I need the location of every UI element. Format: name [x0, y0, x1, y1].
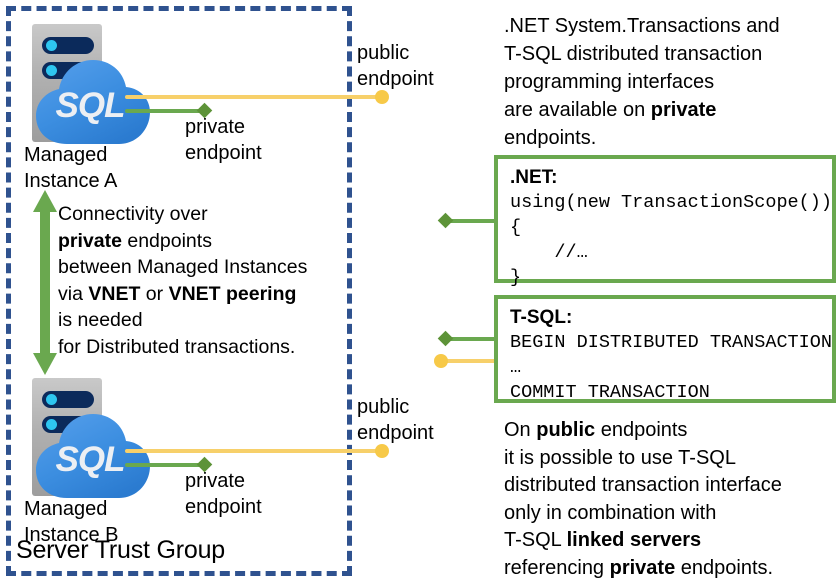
- connectivity-line-5: is needed: [58, 309, 143, 331]
- sql-cloud-label: SQL: [55, 440, 126, 479]
- closing-line-1-post: endpoints: [595, 419, 688, 441]
- tsql-code-box: T-SQL: BEGIN DISTRIBUTED TRANSACTION … C…: [494, 295, 836, 403]
- tsql-box-private-connector: [446, 337, 498, 341]
- public-endpoint-label-a-line1: public: [357, 42, 410, 64]
- rack-slot-icon: [42, 391, 94, 408]
- connectivity-double-arrow-icon: [32, 190, 58, 375]
- public-endpoint-dot-a: [375, 90, 389, 104]
- private-endpoint-connector-b: [125, 463, 205, 467]
- managed-instance-b-caption-line2: Instance B: [24, 524, 119, 546]
- tsql-box-public-connector-dot: [434, 354, 448, 368]
- connectivity-line-2-rest: endpoints: [121, 229, 212, 252]
- connectivity-line-4-pre: via: [58, 282, 89, 305]
- rack-led-icon: [46, 65, 57, 76]
- public-endpoint-label-b-line2: endpoint: [357, 422, 434, 444]
- private-endpoint-label-a-line2: endpoint: [185, 142, 262, 164]
- dotnet-box-connector: [446, 219, 498, 223]
- public-endpoint-dot-b: [375, 444, 389, 458]
- closing-line-3: distributed transaction interface: [504, 474, 782, 496]
- sql-cloud-icon: SQL: [34, 56, 156, 148]
- managed-instance-a-icon: SQL: [14, 18, 164, 163]
- managed-instance-a-caption-line2: Instance A: [24, 170, 118, 192]
- server-trust-group-boundary: [6, 6, 352, 576]
- intro-line-5: endpoints.: [504, 127, 597, 149]
- intro-line-1: .NET System.Transactions and: [504, 15, 780, 37]
- private-endpoint-connector-a: [125, 109, 205, 113]
- closing-line-1-bold: public: [536, 419, 596, 441]
- tsql-box-private-connector-marker: [437, 330, 454, 347]
- closing-description: On public endpoints it is possible to us…: [504, 417, 840, 582]
- connectivity-line-4-bold-1: VNET: [88, 282, 141, 305]
- connectivity-line-4-bold-2: VNET peering: [168, 282, 297, 305]
- public-endpoint-label-a-line2: endpoint: [357, 68, 434, 90]
- rack-led-icon: [46, 394, 57, 405]
- private-endpoint-label-b-line2: endpoint: [185, 496, 262, 518]
- closing-line-6-bold: private: [609, 556, 676, 579]
- rack-led-icon: [46, 40, 57, 51]
- connectivity-line-4-mid: or: [140, 282, 169, 305]
- intro-line-2: T-SQL distributed transaction: [504, 43, 763, 65]
- closing-line-5-bold: linked servers: [566, 529, 702, 551]
- private-endpoint-label-b-line1: private: [185, 470, 246, 492]
- public-endpoint-connector-a: [125, 95, 383, 99]
- public-endpoint-connector-b: [125, 449, 383, 453]
- dotnet-code-title: .NET:: [510, 167, 558, 188]
- closing-line-6-pre: referencing: [504, 556, 610, 579]
- closing-line-4: only in combination with: [504, 501, 717, 524]
- sql-cloud-label: SQL: [55, 86, 126, 125]
- rack-led-icon: [46, 419, 57, 430]
- connectivity-line-1: Connectivity over: [58, 203, 208, 225]
- connectivity-line-3: between Managed Instances: [58, 256, 308, 278]
- closing-line-5-pre: T-SQL: [504, 529, 567, 551]
- managed-instance-b-caption-line1: Managed: [24, 498, 108, 520]
- tsql-box-public-connector: [446, 359, 498, 363]
- sql-cloud-icon: SQL: [34, 410, 156, 502]
- intro-line-4-pre: are available on: [504, 99, 651, 121]
- rack-slot-icon: [42, 37, 94, 54]
- intro-line-3: programming interfaces: [504, 71, 715, 93]
- connectivity-note: Connectivity over private endpoints betw…: [58, 201, 348, 360]
- server-trust-group-label: Server Trust Group: [16, 536, 225, 564]
- intro-line-4-bold: private: [650, 99, 717, 121]
- intro-description: .NET System.Transactions and T-SQL distr…: [504, 12, 834, 152]
- connectivity-line-6: for Distributed transactions.: [58, 335, 296, 358]
- connectivity-line-2-bold: private: [58, 229, 122, 252]
- tsql-code-title: T-SQL:: [510, 307, 573, 328]
- dotnet-code-body: using(new TransactionScope()) { //… }: [510, 192, 832, 288]
- public-endpoint-label-b-line1: public: [357, 396, 410, 418]
- closing-line-2: it is possible to use T-SQL: [504, 446, 736, 469]
- closing-line-6-post: endpoints.: [675, 556, 774, 579]
- closing-line-1-pre: On: [504, 419, 537, 441]
- tsql-code-body: BEGIN DISTRIBUTED TRANSACTION … COMMIT T…: [510, 332, 832, 403]
- private-endpoint-label-a-line1: private: [185, 116, 246, 138]
- managed-instance-b-icon: SQL: [14, 372, 164, 517]
- dotnet-code-box: .NET: using(new TransactionScope()) { //…: [494, 155, 836, 288]
- managed-instance-a-caption-line1: Managed: [24, 144, 108, 166]
- dotnet-box-connector-marker: [437, 212, 454, 229]
